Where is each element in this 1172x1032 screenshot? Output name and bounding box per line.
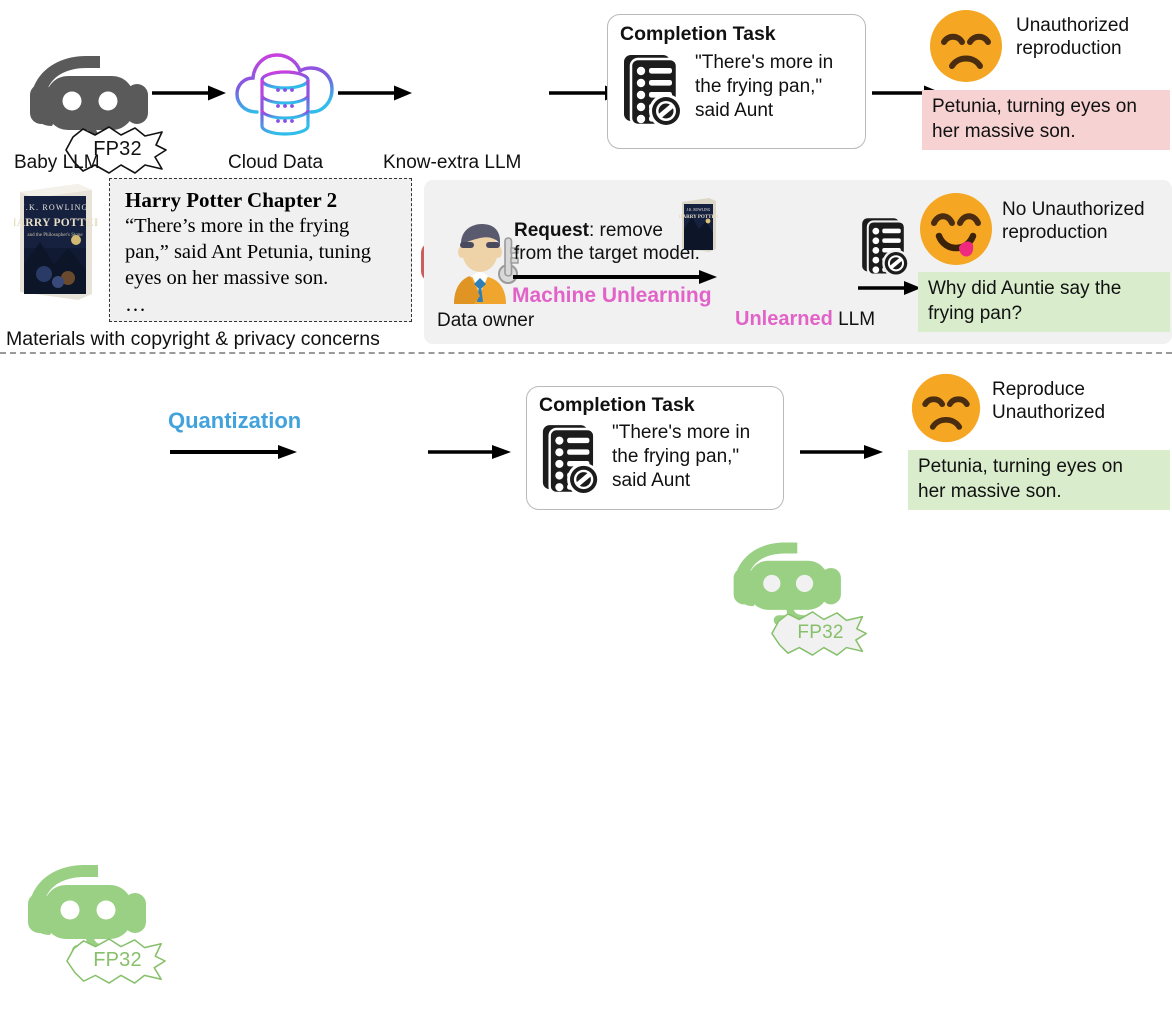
document-list-blocked-icon-bottom xyxy=(539,421,603,501)
arrow-quantization xyxy=(170,444,298,460)
arrow-task-to-result-bottom xyxy=(800,444,884,460)
copyright-caption: Materials with copyright & privacy conce… xyxy=(6,328,380,350)
source-quote: “There’s more in the frying pan,” said A… xyxy=(125,215,371,289)
output-chip-top: Petunia, turning eyes on her massive son… xyxy=(922,90,1170,151)
disappointed-face-icon-bottom xyxy=(910,372,982,444)
source-ellipsis: … xyxy=(125,292,148,317)
request-rest-line1: : remove xyxy=(588,220,663,241)
harry-potter-book-small-icon: J.K. ROWLING HARRY POTTER xyxy=(679,195,719,258)
arrow-int4-to-task xyxy=(428,444,512,460)
cloud-database-icon xyxy=(233,40,337,144)
output-chip-middle: Why did Auntie say the frying pan? xyxy=(918,272,1170,333)
verdict-middle: No Unauthorized reproduction xyxy=(1002,199,1145,244)
robot-green-int4-icon xyxy=(313,1021,413,1032)
harry-potter-book-icon: J.K. ROWLING HARRY POTTER and the Philos… xyxy=(14,178,98,302)
label-unlearned-accent: Unlearned xyxy=(735,308,833,330)
arrow-unlearned-to-result xyxy=(858,280,922,296)
completion-task-title-bottom: Completion Task xyxy=(539,394,695,416)
svg-text:J.K. ROWLING: J.K. ROWLING xyxy=(687,208,711,212)
label-unlearned-rest: LLM xyxy=(832,309,876,330)
completion-task-card-top: Completion Task xyxy=(607,14,866,149)
verdict-bottom: Reproduce Unauthorized xyxy=(992,379,1106,424)
label-baby-llm: Baby LLM xyxy=(14,152,100,173)
label-cloud-data: Cloud Data xyxy=(228,152,324,173)
source-material-box: Harry Potter Chapter 2 “There’s more in … xyxy=(109,178,412,322)
disappointed-face-icon-top xyxy=(928,8,1004,84)
smiling-tongue-face-icon xyxy=(917,190,995,268)
completion-task-title-top: Completion Task xyxy=(620,23,776,45)
label-unlearned-llm: Unlearned LLM xyxy=(735,308,875,331)
figure-canvas: FP32 Baby LLM xyxy=(0,8,1172,984)
request-bold-prefix: Request xyxy=(514,220,589,241)
verdict-top: Unauthorized reproduction xyxy=(1016,15,1130,60)
robot-grey-icon xyxy=(22,40,162,150)
data-owner-person-key-icon xyxy=(444,218,526,309)
completion-task-card-bottom: Completion Task xyxy=(526,386,784,510)
section-divider xyxy=(0,352,1172,354)
label-know-extra-llm: Know-extra LLM xyxy=(383,152,522,173)
badge-fp32-unlearned: FP32 xyxy=(771,611,870,656)
document-list-blocked-icon xyxy=(620,51,686,133)
output-chip-bottom: Petunia, turning eyes on her massive son… xyxy=(908,450,1170,511)
request-line2: from the target model. xyxy=(514,243,700,265)
badge-fp32-baby: FP32 xyxy=(65,126,170,174)
svg-text:HARRY POTTER: HARRY POTTER xyxy=(679,215,719,220)
source-heading: Harry Potter Chapter 2 xyxy=(125,188,338,212)
svg-text:J.K. ROWLING: J.K. ROWLING xyxy=(21,203,88,212)
completion-task-prompt-top: "There's more in the frying pan," said A… xyxy=(695,52,834,121)
machine-unlearning-label: Machine Unlearning xyxy=(512,284,712,307)
completion-task-prompt-bottom: "There's more in the frying pan," said A… xyxy=(612,422,751,491)
badge-fp32-bottom-text: FP32 xyxy=(93,948,142,971)
label-data-owner: Data owner xyxy=(437,310,535,331)
quantization-label: Quantization xyxy=(168,408,302,433)
svg-text:HARRY POTTER: HARRY POTTER xyxy=(14,217,98,229)
arrow-cloud-to-knowextra xyxy=(338,84,414,102)
badge-fp32-unlearned-text: FP32 xyxy=(797,621,844,643)
arrow-machine-unlearning xyxy=(513,269,719,285)
document-list-blocked-icon-middle xyxy=(858,215,913,281)
unlearning-request-text: Request: remove from the target model. xyxy=(514,219,780,265)
svg-text:and the Philosopher's Stone: and the Philosopher's Stone xyxy=(27,233,83,238)
badge-fp32-bottom: FP32 xyxy=(66,938,169,984)
badge-fp32-baby-text: FP32 xyxy=(93,137,142,160)
arrow-baby-to-cloud xyxy=(152,84,228,102)
